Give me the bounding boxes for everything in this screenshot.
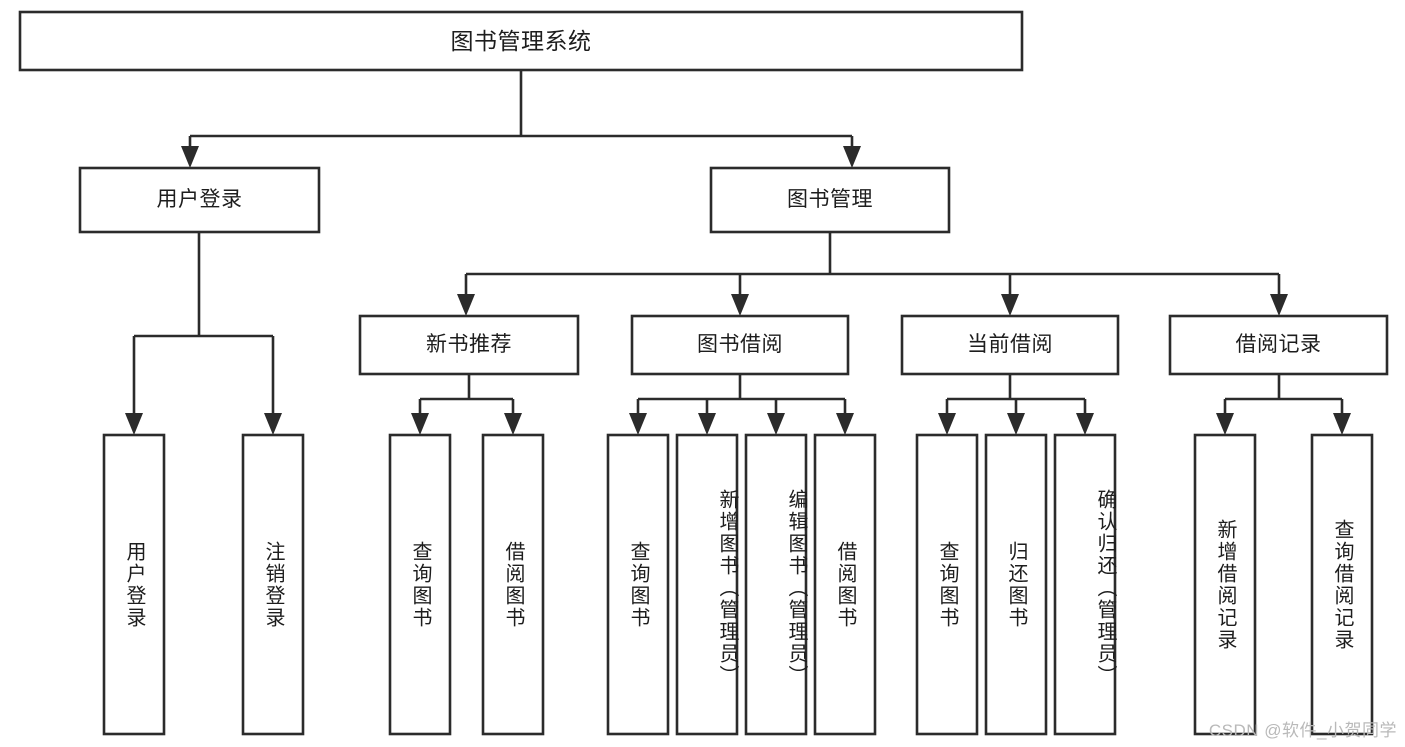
node-leaf-borrow-record-1[interactable] (1193, 433, 1257, 736)
node-current-borrow[interactable] (900, 314, 1120, 376)
node-leaf-new-book-rec-2[interactable] (481, 433, 545, 736)
connector-bookmanage-to-level3 (457, 232, 1288, 316)
node-borrow-record[interactable] (1168, 314, 1389, 376)
connector-borrowrecord-to-leaves (1216, 374, 1351, 435)
node-leaf-user-login-2[interactable] (241, 433, 305, 736)
node-leaf-book-borrow-1[interactable] (606, 433, 670, 736)
csdn-watermark: CSDN @软件_小贺同学 (1208, 721, 1397, 740)
node-root[interactable] (18, 10, 1024, 72)
node-leaf-current-borrow-2[interactable] (984, 433, 1048, 736)
node-leaf-borrow-record-2[interactable] (1310, 433, 1374, 736)
node-user-login[interactable] (78, 166, 321, 234)
connector-currentborrow-to-leaves (938, 374, 1094, 435)
node-leaf-new-book-rec-1[interactable] (388, 433, 452, 736)
node-book-borrow[interactable] (630, 314, 850, 376)
node-leaf-book-borrow-3[interactable] (744, 433, 808, 736)
node-leaf-book-borrow-4[interactable] (813, 433, 877, 736)
connector-bookborrow-to-leaves (629, 374, 854, 435)
connector-userlogin-to-leaves (125, 232, 282, 435)
node-leaf-current-borrow-3[interactable] (1053, 433, 1117, 736)
connector-root-to-level2 (181, 70, 861, 168)
node-leaf-book-borrow-2[interactable] (675, 433, 739, 736)
connector-newbookrec-to-leaves (411, 374, 522, 435)
node-new-book-rec[interactable] (358, 314, 580, 376)
node-book-manage[interactable] (709, 166, 951, 234)
node-leaf-current-borrow-1[interactable] (915, 433, 979, 736)
node-leaf-user-login-1[interactable] (102, 433, 166, 736)
